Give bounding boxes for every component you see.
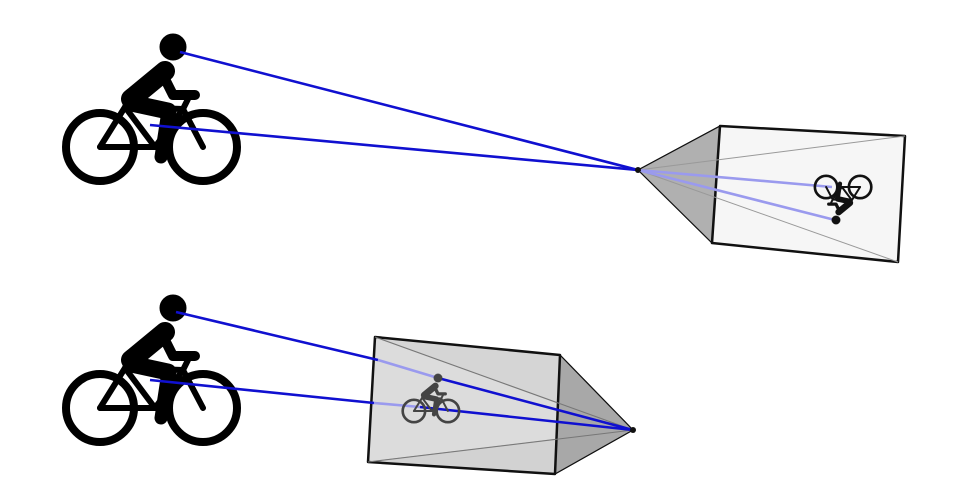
projection-rays-bottom [149, 310, 634, 432]
ray-head-top [179, 50, 639, 172]
ray-head-top-inside [637, 168, 836, 222]
ray-wheel-bottom-inside [373, 401, 421, 409]
ray-wheel-bottom-front [419, 405, 634, 432]
top-panel [66, 34, 907, 264]
frustum-side-face-bottom [554, 354, 634, 475]
bottom-panel [66, 295, 636, 476]
ray-head-bottom-front [437, 376, 634, 432]
camera-center-top [635, 167, 641, 173]
ray-wheel-top-inside [637, 168, 833, 189]
ray-head-bottom-outside [175, 310, 379, 362]
ray-wheel-bottom-outside [149, 378, 375, 405]
ray-head-bottom-inside [377, 358, 439, 380]
camera-frustum-bottom [366, 335, 634, 476]
subject-bicycle-rider-icon-bottom [66, 295, 237, 442]
image-plane-top [710, 124, 907, 264]
projection-rays-top [149, 50, 836, 222]
ray-wheel-top [149, 123, 639, 172]
camera-frustum-top [637, 124, 907, 264]
subject-bicycle-rider-icon [66, 34, 237, 181]
camera-center-bottom [630, 427, 636, 433]
